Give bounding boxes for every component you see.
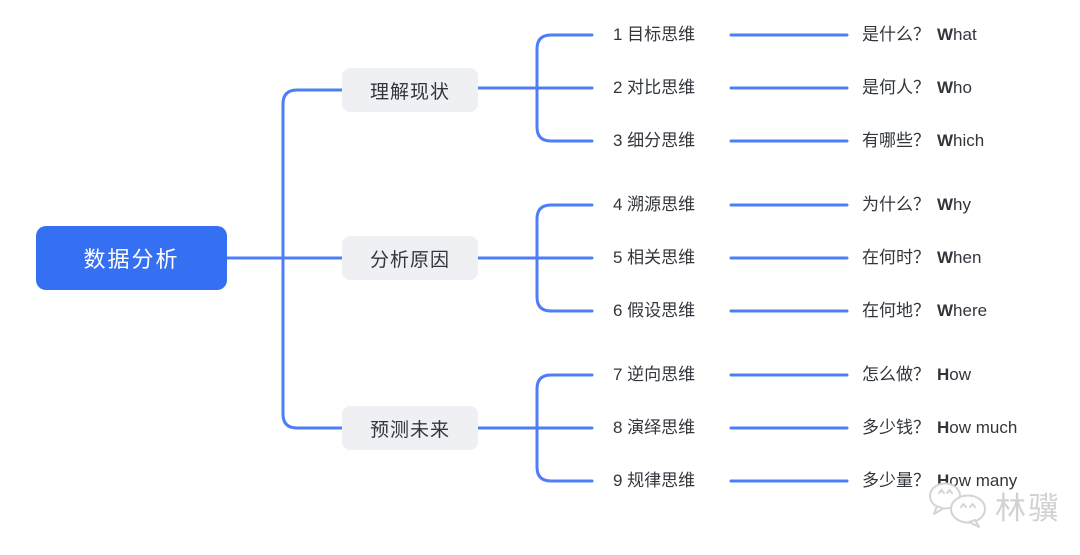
leaf-node: 8 演绎思维 <box>613 418 696 437</box>
connector-branch3-fork <box>535 373 594 483</box>
question-label: 是何人？ Who <box>862 74 972 102</box>
question-en-rest: ow much <box>949 418 1018 437</box>
question-zh: 是何人？ <box>862 78 930 97</box>
leaf-node: 2 对比思维 <box>613 78 696 97</box>
question-label: 是什么？ What <box>862 21 977 49</box>
branch-node-predict-future: 预测未来 <box>342 406 478 450</box>
question-en-rest: hy <box>953 195 972 214</box>
leaf-node: 1 目标思维 <box>613 25 696 44</box>
question-en-rest: hat <box>953 25 977 44</box>
question-en-rest: ow <box>949 365 972 384</box>
leaf-node: 3 细分思维 <box>613 131 696 150</box>
wechat-icon <box>926 480 990 530</box>
question-en-initial: W <box>937 248 954 267</box>
watermark-text: 林骥 <box>995 490 1061 526</box>
question-label: 多少钱？ How much <box>862 414 1017 442</box>
question-zh: 多少量？ <box>862 471 930 490</box>
root-node: 数据分析 <box>36 226 227 290</box>
question-zh: 多少钱？ <box>862 418 930 437</box>
question-zh: 在何地？ <box>862 301 930 320</box>
leaf-node: 4 溯源思维 <box>613 195 696 214</box>
question-en-rest: hen <box>953 248 982 267</box>
connector-branch1-fork <box>535 33 594 143</box>
question-en-initial: W <box>937 131 954 150</box>
question-en-initial: W <box>937 301 954 320</box>
watermark: 林骥 <box>926 480 1061 530</box>
question-label: 在何地？ Where <box>862 297 987 325</box>
question-label: 有哪些？ Which <box>862 127 984 155</box>
question-zh: 为什么？ <box>862 195 930 214</box>
question-en-rest: hich <box>953 131 985 150</box>
question-label: 怎么做？ How <box>862 361 971 389</box>
question-label: 为什么？ Why <box>862 191 971 219</box>
question-en-rest: ho <box>953 78 972 97</box>
question-en-initial: W <box>937 195 954 214</box>
question-label: 在何时？ When <box>862 244 981 272</box>
leaf-node: 6 假设思维 <box>613 301 696 320</box>
leaf-node: 9 规律思维 <box>613 471 696 490</box>
question-en-rest: ow many <box>949 471 1018 490</box>
question-en-rest: here <box>953 301 988 320</box>
branch-node-understand-status: 理解现状 <box>342 68 478 112</box>
connector-main-trunk <box>281 88 344 430</box>
question-zh: 有哪些？ <box>862 131 930 150</box>
leaf-node: 7 逆向思维 <box>613 365 696 384</box>
connector-branch2-fork <box>535 203 594 313</box>
question-en-initial: H <box>937 365 950 384</box>
question-zh: 怎么做？ <box>862 365 930 384</box>
leaf-node: 5 相关思维 <box>613 248 696 267</box>
question-en-initial: W <box>937 25 954 44</box>
question-zh: 在何时？ <box>862 248 930 267</box>
branch-node-analyze-cause: 分析原因 <box>342 236 478 280</box>
question-zh: 是什么？ <box>862 25 930 44</box>
question-en-initial: H <box>937 418 950 437</box>
question-en-initial: W <box>937 78 954 97</box>
